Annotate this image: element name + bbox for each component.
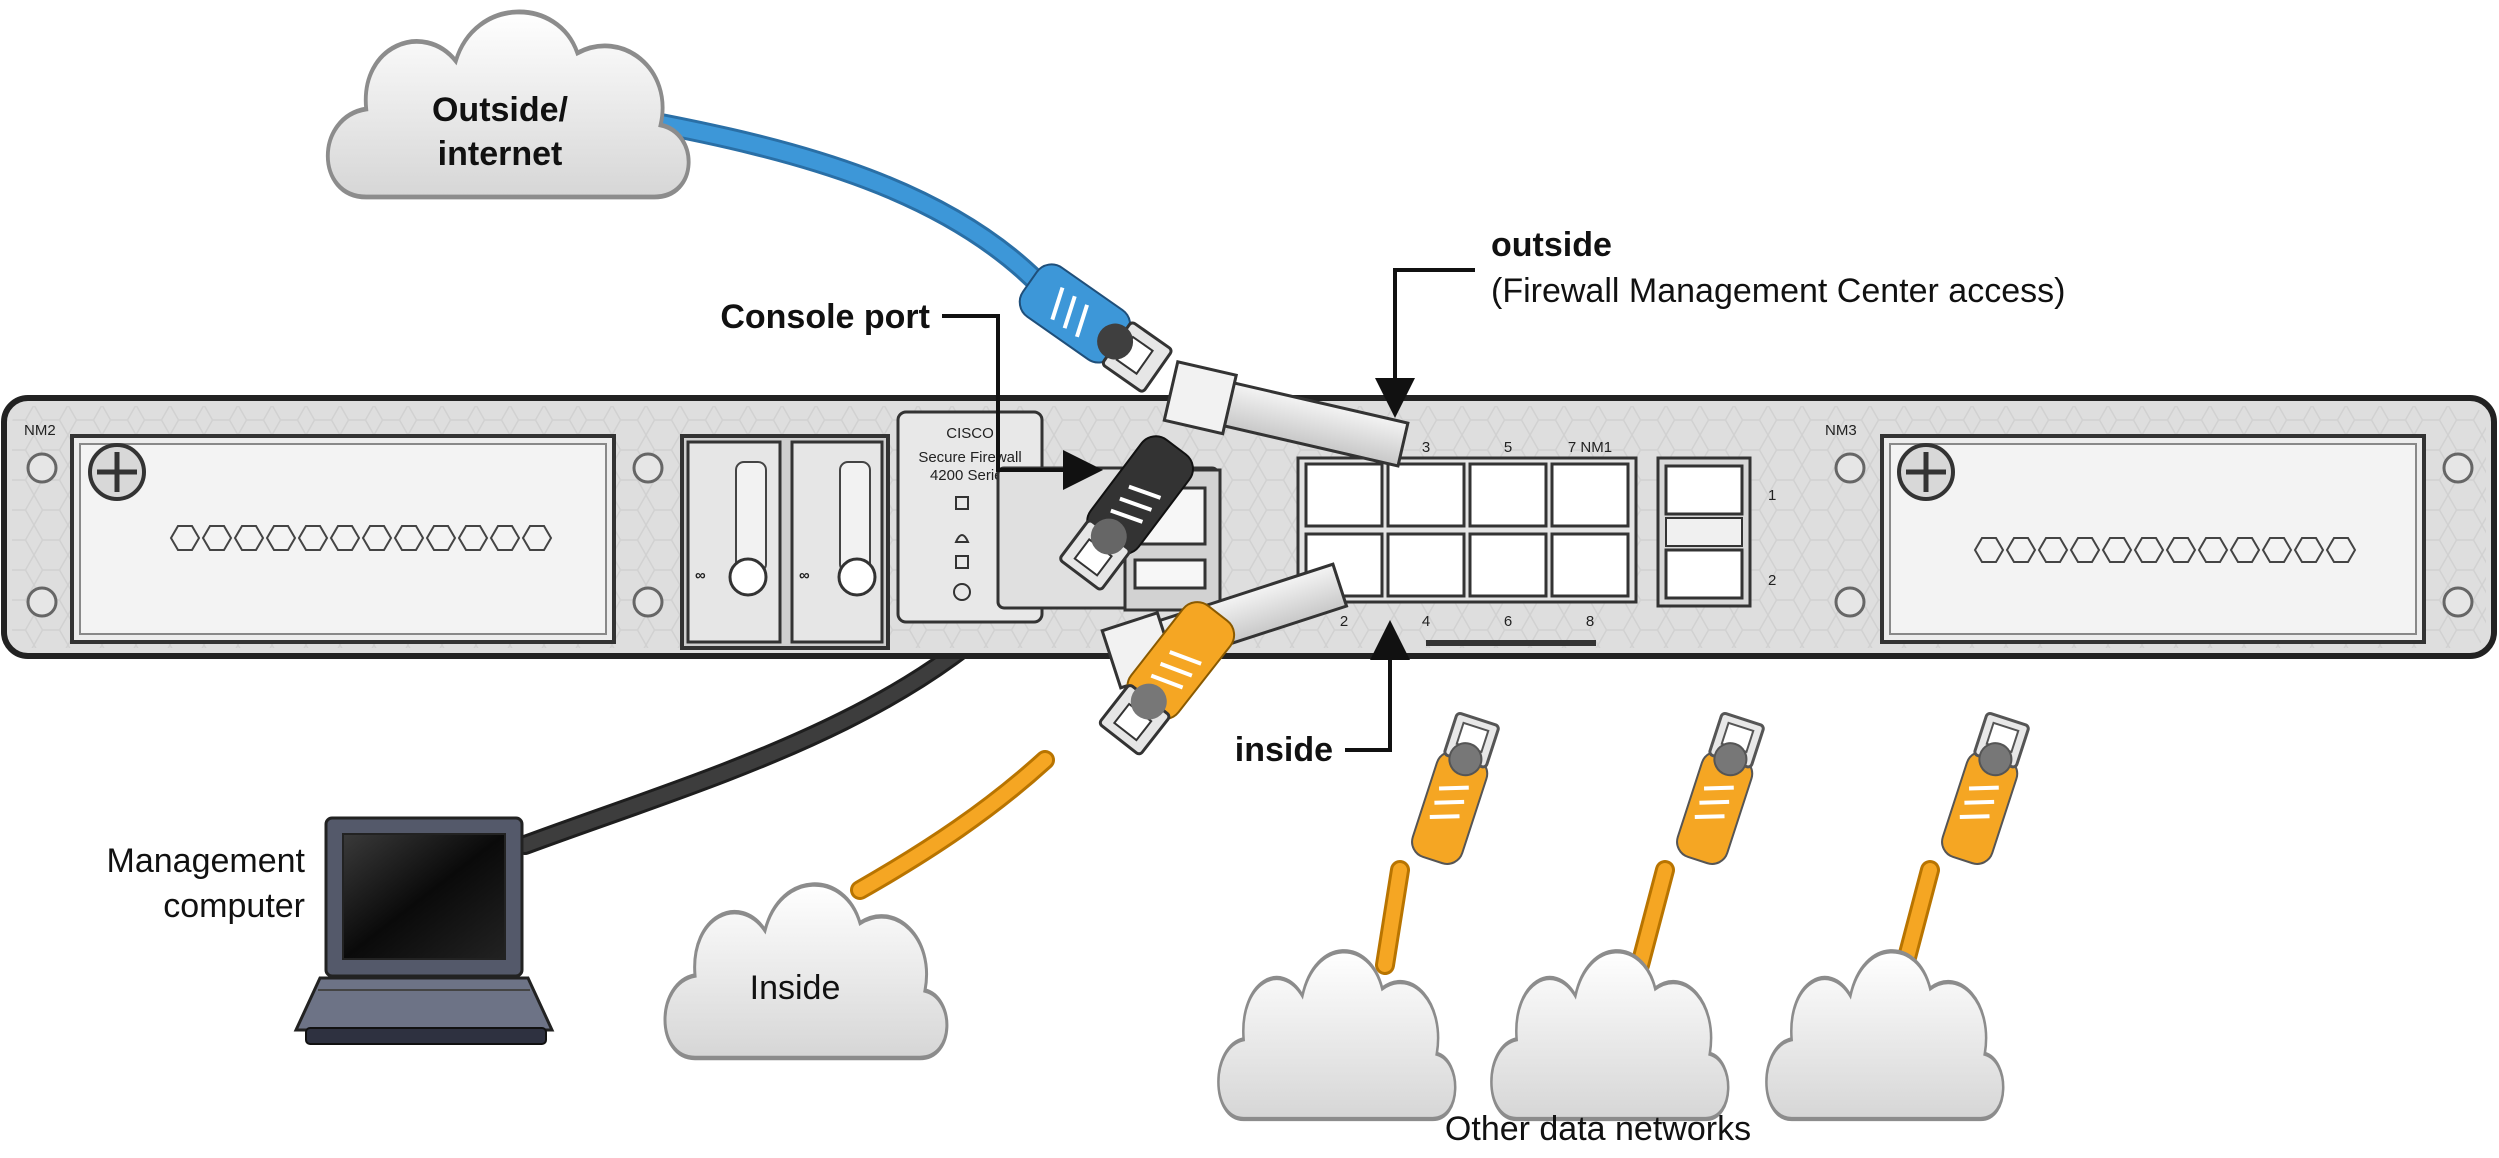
port-label-4: 4 bbox=[1422, 613, 1430, 630]
port-label-3: 3 bbox=[1422, 439, 1430, 456]
other-network-cloud-2-icon bbox=[1491, 951, 1728, 1119]
management-computer-label-line2: computer bbox=[163, 887, 305, 925]
outside-port-sublabel: (Firewall Management Center access) bbox=[1491, 272, 2065, 310]
power-icon bbox=[953, 583, 971, 601]
svg-text:∞: ∞ bbox=[695, 567, 706, 584]
nm2-label: NM2 bbox=[24, 422, 56, 439]
other-network-cloud-1-icon bbox=[1218, 951, 1455, 1119]
sfp-label-1: 1 bbox=[1768, 487, 1776, 504]
cisco-logo-text: CISCO bbox=[946, 425, 994, 442]
model-line2: 4200 Series bbox=[930, 467, 1010, 484]
port-label-7: 7 NM1 bbox=[1568, 439, 1612, 456]
management-computer-label-line1: Management bbox=[107, 842, 306, 880]
nm3-label: NM3 bbox=[1825, 422, 1857, 439]
outside-sfp-transceiver-icon bbox=[1162, 359, 1410, 468]
outside-internet-label-line1: Outside/ bbox=[432, 91, 569, 129]
drive-bays: ∞ ∞ bbox=[680, 434, 890, 650]
console-port-callout-arrow bbox=[942, 314, 1103, 490]
svg-text:∞: ∞ bbox=[799, 567, 810, 584]
port-label-5: 5 bbox=[1504, 439, 1512, 456]
outside-cable bbox=[629, 109, 1056, 301]
other-data-networks-label: Other data networks bbox=[1445, 1110, 1751, 1148]
sfp-label-2: 2 bbox=[1768, 572, 1776, 589]
laptop-icon bbox=[293, 816, 555, 1045]
outside-callout-arrow bbox=[1375, 268, 1475, 418]
network-module-nm3 bbox=[1880, 434, 2426, 644]
outside-rj45-connector-icon bbox=[1018, 263, 1173, 393]
data-network-rj45-2-icon bbox=[1670, 709, 1771, 871]
firewall-chassis: NM2 NM3 bbox=[1, 395, 2497, 659]
inside-cloud-label: Inside bbox=[750, 969, 841, 1007]
data-network-rj45-1-icon bbox=[1405, 709, 1506, 871]
data-ports: 1 3 5 7 NM1 2 4 6 8 bbox=[1296, 439, 1638, 646]
model-line1: Secure Firewall bbox=[918, 449, 1021, 466]
network-module-nm2 bbox=[70, 434, 616, 644]
other-network-cloud-3-icon bbox=[1766, 951, 2003, 1119]
port-label-6: 6 bbox=[1504, 613, 1512, 630]
data-network-rj45-3-icon bbox=[1935, 709, 2036, 871]
inside-callout-arrow bbox=[1345, 620, 1410, 752]
inside-rj45-connector-icon bbox=[1098, 601, 1236, 756]
outside-port-label: outside bbox=[1491, 226, 1612, 264]
inside-port-label: inside bbox=[1235, 731, 1333, 769]
sfp-ports: 1 2 bbox=[1656, 456, 1776, 608]
console-port-label: Console port bbox=[720, 298, 930, 336]
console-rj45-connector-icon bbox=[1059, 435, 1194, 591]
port-label-2: 2 bbox=[1340, 613, 1348, 630]
port-label-8: 8 bbox=[1586, 613, 1594, 630]
outside-internet-label-line2: internet bbox=[438, 135, 563, 173]
